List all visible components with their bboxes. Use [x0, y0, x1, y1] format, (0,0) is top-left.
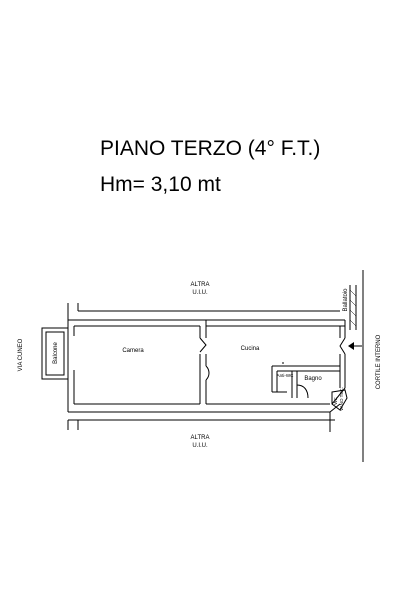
via-cuneo-label: VIA CUNEO — [18, 338, 24, 371]
cortile-interno-label: CORTILE INTERNO — [376, 334, 382, 389]
floor-title: PIANO TERZO (4° F.T.) — [100, 137, 321, 160]
camera-cucina-wall — [199, 320, 345, 404]
wc-label: WC — [333, 397, 338, 405]
floor-height-label: Hm= 3,10 mt — [100, 173, 221, 196]
camera-label: Camera — [122, 348, 144, 354]
bagno-label: Bagno — [304, 376, 322, 382]
vano-tecnico-label: VANO TEC. — [339, 387, 344, 411]
entrance-arrow — [348, 342, 362, 350]
anti-wc-label: Anti-WC — [277, 373, 295, 378]
altra-bottom-label-2: U.I.U. — [192, 443, 208, 449]
ballatoio-label: Ballatoio — [343, 288, 349, 312]
altra-top-label-2: U.I.U. — [192, 290, 208, 296]
altra-bottom-label-1: ALTRA — [191, 435, 210, 441]
wc-corner — [331, 389, 348, 411]
balcone-label: Balcone — [53, 341, 59, 363]
balcony — [41, 327, 69, 380]
bottom-boundary — [67, 411, 335, 432]
left-wall — [67, 320, 200, 412]
ballatoio-strip — [349, 285, 357, 330]
bathroom-block — [271, 362, 340, 399]
altra-top-label-1: ALTRA — [191, 282, 210, 288]
top-boundary — [67, 303, 345, 321]
cucina-label: Cucina — [241, 346, 260, 352]
